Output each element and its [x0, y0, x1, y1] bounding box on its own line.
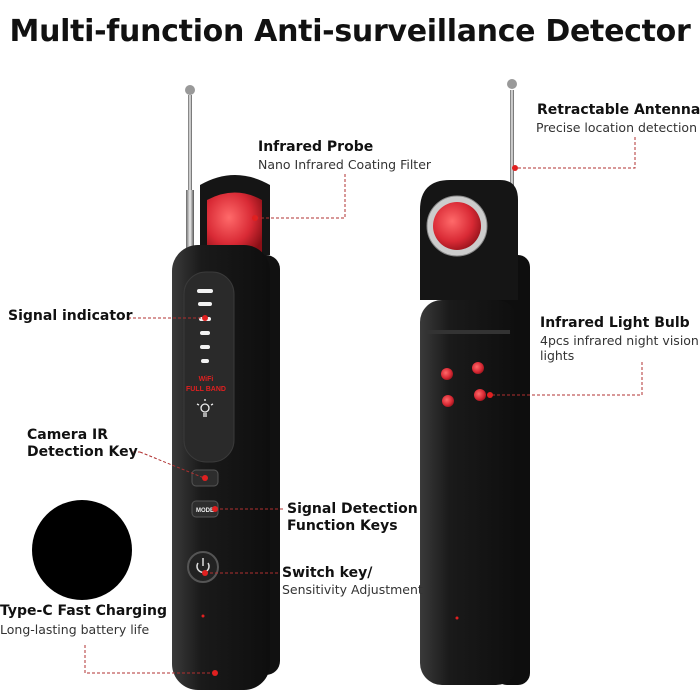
callout-switch-key-heading: Switch key/ — [282, 565, 373, 581]
callout-type-c-heading: Type-C Fast Charging — [0, 603, 167, 619]
left-device: WiFi FULL BAND MODE — [172, 85, 280, 690]
callout-infrared-probe-desc: Nano Infrared Coating Filter — [258, 157, 432, 172]
callout-switch-key-desc: Sensitivity Adjustment — [282, 582, 423, 597]
callout-lines — [84, 137, 643, 674]
mode-label: MODE — [196, 508, 214, 514]
type-c-port-closeup — [32, 500, 132, 600]
power-button[interactable] — [187, 551, 219, 583]
callout-ir-bulb-desc1: 4pcs infrared night vision — [540, 333, 699, 348]
callout-dots — [202, 165, 518, 676]
panel-wifi-label: WiFi — [199, 376, 214, 383]
callout-ir-bulb-heading: Infrared Light Bulb — [540, 315, 690, 331]
bulb-icon — [196, 399, 214, 417]
infrared-lens — [433, 202, 481, 250]
signal-led-bars — [197, 289, 213, 363]
callout-signal-indicator: Signal indicator — [8, 308, 133, 324]
callout-antenna-heading: Retractable Antenna — [537, 102, 700, 118]
callout-type-c-desc: Long-lasting battery life — [0, 622, 150, 637]
antenna — [510, 90, 514, 200]
callout-antenna-desc: Precise location detection — [536, 120, 697, 135]
callout-signal-detection-line1: Signal Detection — [287, 501, 418, 517]
callout-camera-ir-line1: Camera IR — [27, 427, 109, 443]
callout-infrared-probe-heading: Infrared Probe — [258, 139, 374, 155]
right-device — [420, 79, 530, 685]
page-title: Multi-function Anti-surveillance Detecto… — [9, 14, 691, 49]
antenna — [188, 95, 192, 255]
infrared-leds — [441, 362, 486, 407]
callout-camera-ir-line2: Detection Key — [27, 444, 138, 460]
callout-signal-detection-line2: Function Keys — [287, 518, 398, 534]
panel-fullband-label: FULL BAND — [186, 386, 226, 393]
callout-ir-bulb-desc2: lights — [540, 348, 575, 363]
infrared-probe-lens — [207, 192, 262, 255]
